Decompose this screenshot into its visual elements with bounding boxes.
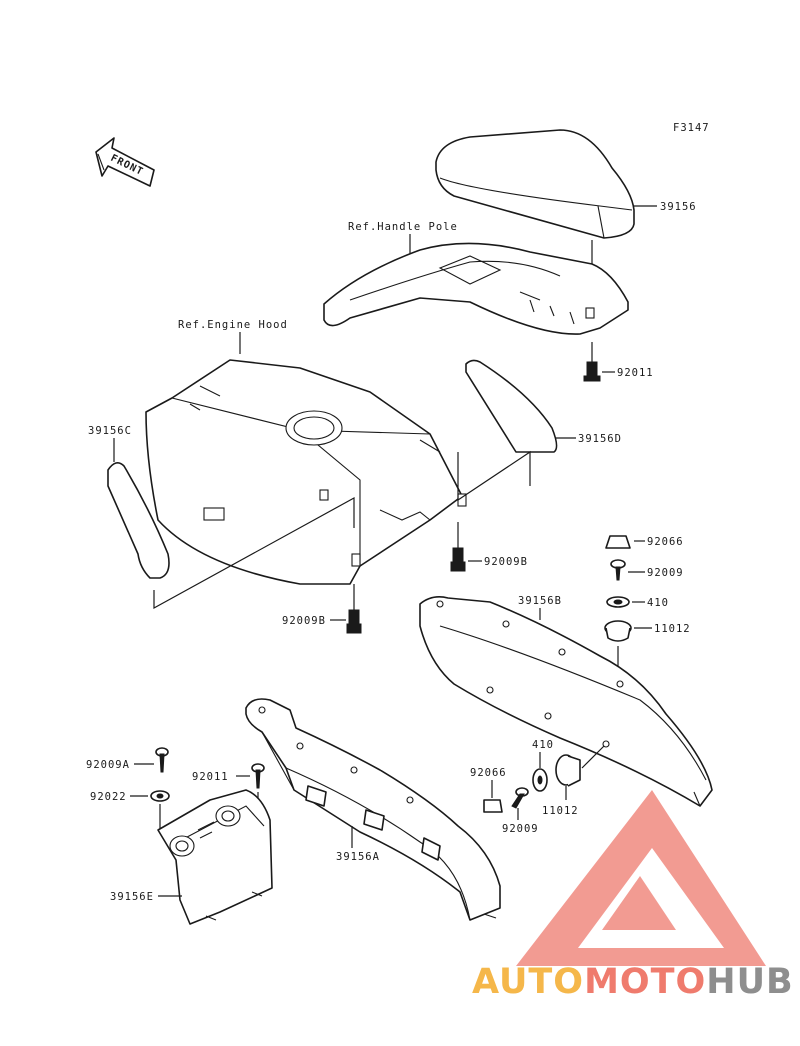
callout-92066-a: 92066 — [647, 536, 684, 548]
callout-410-a: 410 — [647, 597, 669, 609]
callout-39156A: 39156A — [336, 851, 380, 863]
callout-39156E: 39156E — [110, 891, 154, 903]
part-39156B — [419, 596, 713, 807]
watermark-text: AUTOMOTOHUB — [472, 962, 794, 1002]
screw-92009-b-icon — [511, 787, 529, 809]
watermark-moto: MOTO — [584, 962, 707, 1002]
part-39156A — [245, 698, 501, 921]
part-handle-pole-carrier — [323, 242, 629, 335]
callout-92009B-low: 92009B — [282, 615, 326, 627]
bolt-92009B-low-icon — [346, 584, 362, 634]
part-39156D — [465, 359, 558, 453]
watermark-auto: AUTO — [472, 962, 585, 1002]
cap-92066-a-icon — [605, 535, 631, 549]
figure-id: F3147 — [673, 122, 710, 134]
screw-92009-a-icon — [610, 559, 626, 581]
callout-11012-b: 11012 — [542, 805, 579, 817]
screw-92011-top-icon — [583, 342, 601, 382]
grommet-11012-a-icon — [604, 620, 632, 642]
callout-39156C: 39156C — [88, 425, 132, 437]
callout-39156B: 39156B — [518, 595, 562, 607]
callout-92009-b: 92009 — [502, 823, 539, 835]
front-arrow-icon: FRONT — [95, 137, 155, 187]
bolt-92009B-mid-icon — [450, 522, 466, 572]
callout-92011-low: 92011 — [192, 771, 229, 783]
washer-410-a-icon — [606, 596, 630, 608]
callout-92009-a: 92009 — [647, 567, 684, 579]
callout-39156D: 39156D — [578, 433, 622, 445]
callout-92066-b: 92066 — [470, 767, 507, 779]
part-engine-hood — [145, 359, 467, 585]
watermark-hub: HUB — [706, 962, 794, 1002]
callout-92009B-mid: 92009B — [484, 556, 528, 568]
callout-11012-a: 11012 — [654, 623, 691, 635]
ref-handle-pole: Ref.Handle Pole — [348, 221, 458, 233]
grommet-11012-b-icon — [555, 754, 581, 787]
screw-92009A-icon — [155, 747, 169, 773]
callout-410-b: 410 — [532, 739, 554, 751]
ref-engine-hood: Ref.Engine Hood — [178, 319, 288, 331]
washer-410-b-icon — [532, 768, 548, 792]
watermark-logo-icon — [516, 790, 766, 966]
part-39156E — [157, 789, 273, 925]
part-39156-seat — [435, 129, 635, 239]
cap-92066-b-icon — [483, 799, 503, 813]
washer-92022-icon — [150, 790, 170, 802]
screw-92011-low-icon — [251, 763, 265, 789]
callout-92009A: 92009A — [86, 759, 130, 771]
callout-92022: 92022 — [90, 791, 127, 803]
callout-92011-top: 92011 — [617, 367, 654, 379]
part-39156C — [107, 462, 170, 579]
callout-39156: 39156 — [660, 201, 697, 213]
